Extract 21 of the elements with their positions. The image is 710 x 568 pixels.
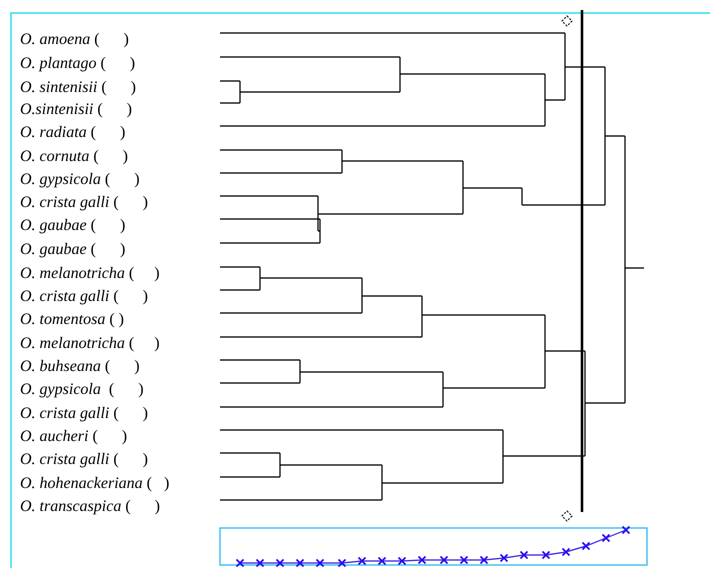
species-label: O. sintenisii ( ) xyxy=(20,79,136,97)
species-label: O.sintenisii ( ) xyxy=(20,101,132,119)
species-label: O. gypsicola ( ) xyxy=(20,381,144,399)
species-label: O. amoena ( ) xyxy=(20,31,129,49)
species-label: O. gypsicola ( ) xyxy=(20,171,140,189)
species-label: O. crista galli ( ) xyxy=(20,194,148,212)
species-label: O. melanotricha ( ) xyxy=(20,265,160,283)
species-label: O. gaubae ( ) xyxy=(20,241,126,259)
species-label: O. aucheri ( ) xyxy=(20,428,128,446)
species-label: O. hohenackeriana ( ) xyxy=(20,475,170,493)
species-label: O. crista galli ( ) xyxy=(20,288,148,306)
species-label: O. melanotricha ( ) xyxy=(20,335,160,353)
species-label: O. plantago ( ) xyxy=(20,55,136,73)
species-label: O. tomentosa ( ) xyxy=(20,311,124,329)
species-label: O. crista galli ( ) xyxy=(20,405,148,423)
species-label: O. cornuta ( ) xyxy=(20,148,128,166)
species-label: O. transcaspica ( ) xyxy=(20,498,160,516)
species-label: O. buhseana ( ) xyxy=(20,358,140,376)
species-label: O. crista galli ( ) xyxy=(20,451,148,469)
species-label: O. gaubae ( ) xyxy=(20,217,126,235)
species-label: O. radiata ( ) xyxy=(20,124,126,142)
